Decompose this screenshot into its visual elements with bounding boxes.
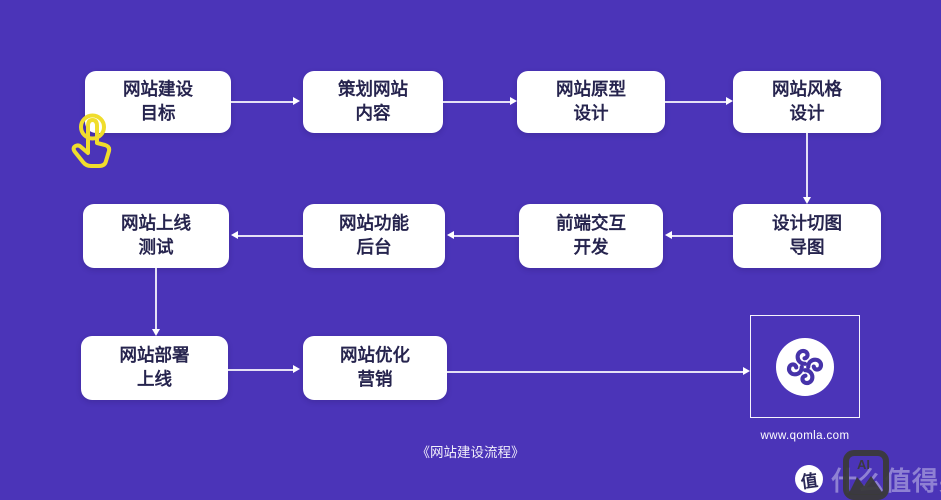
flow-node-frontend: 前端交互 开发: [519, 204, 663, 268]
node-label: 测试: [138, 237, 174, 257]
node-label: 网站部署: [119, 345, 190, 366]
node-label: 策划网站: [338, 79, 408, 100]
node-label: 网站风格: [772, 79, 842, 100]
flow-node-goal: 网站建设 目标: [85, 71, 231, 133]
logo-url-text: www.qomla.com: [760, 430, 850, 442]
clover-knot-icon: [786, 348, 824, 386]
tap-cursor-icon: [71, 113, 112, 168]
logo-frame: [750, 315, 860, 418]
qomla-logo-icon: [776, 338, 834, 396]
node-label: 目标: [140, 103, 176, 123]
flow-node-plan: 策划网站 内容: [303, 71, 443, 133]
ai-label-glyph: AI: [857, 457, 870, 472]
node-label: 内容: [355, 103, 391, 123]
node-label: 设计: [573, 103, 609, 123]
node-label: 导图: [789, 237, 825, 257]
smzdm-badge-icon: 值: [793, 463, 825, 495]
node-label: 设计切图: [772, 213, 842, 234]
node-label: 开发: [573, 237, 609, 257]
ai-image-badge-icon: AI: [843, 450, 889, 500]
diagram-caption: 《网站建设流程》: [416, 445, 525, 460]
flow-node-marketing: 网站优化 营销: [303, 336, 447, 400]
flow-node-test: 网站上线 测试: [83, 204, 229, 268]
node-label: 营销: [357, 369, 393, 389]
node-label: 后台: [356, 237, 392, 257]
node-label: 网站上线: [121, 213, 191, 234]
flow-node-prototype: 网站原型 设计: [517, 71, 665, 133]
node-label: 设计: [789, 103, 825, 123]
node-label: 网站优化: [340, 345, 410, 366]
flow-node-deploy: 网站部署 上线: [81, 336, 228, 400]
node-label: 网站原型: [556, 79, 626, 100]
node-label: 网站建设: [123, 79, 193, 100]
node-label: 上线: [137, 369, 172, 389]
node-label: 网站功能: [339, 213, 409, 234]
node-label: 前端交互: [556, 213, 626, 234]
flow-node-slice: 设计切图 导图: [733, 204, 881, 268]
badge-char: 值: [799, 470, 820, 492]
flow-node-style: 网站风格 设计: [733, 71, 881, 133]
flow-node-backend: 网站功能 后台: [303, 204, 445, 268]
